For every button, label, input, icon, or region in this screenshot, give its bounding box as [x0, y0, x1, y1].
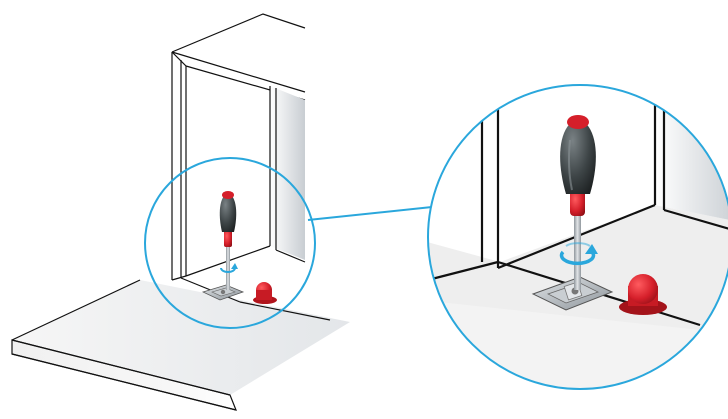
callout-circle-small — [144, 157, 316, 329]
overview-scene — [11, 13, 350, 411]
mounting-bracket-large — [531, 276, 614, 311]
callout-connector — [307, 206, 433, 221]
callout-circle-large — [427, 84, 728, 390]
mounting-bracket-icon — [201, 284, 245, 301]
door-stop-icon — [253, 282, 277, 304]
rotation-arrow-icon — [220, 263, 238, 273]
magnifier-callout-icon — [427, 84, 728, 390]
door-stop-large — [619, 274, 667, 315]
screwdriver-icon — [219, 191, 237, 290]
floor-slab — [11, 279, 350, 411]
screwdriver-large — [560, 115, 596, 290]
rotation-arrow-large — [559, 242, 598, 266]
door-frame — [171, 13, 306, 303]
